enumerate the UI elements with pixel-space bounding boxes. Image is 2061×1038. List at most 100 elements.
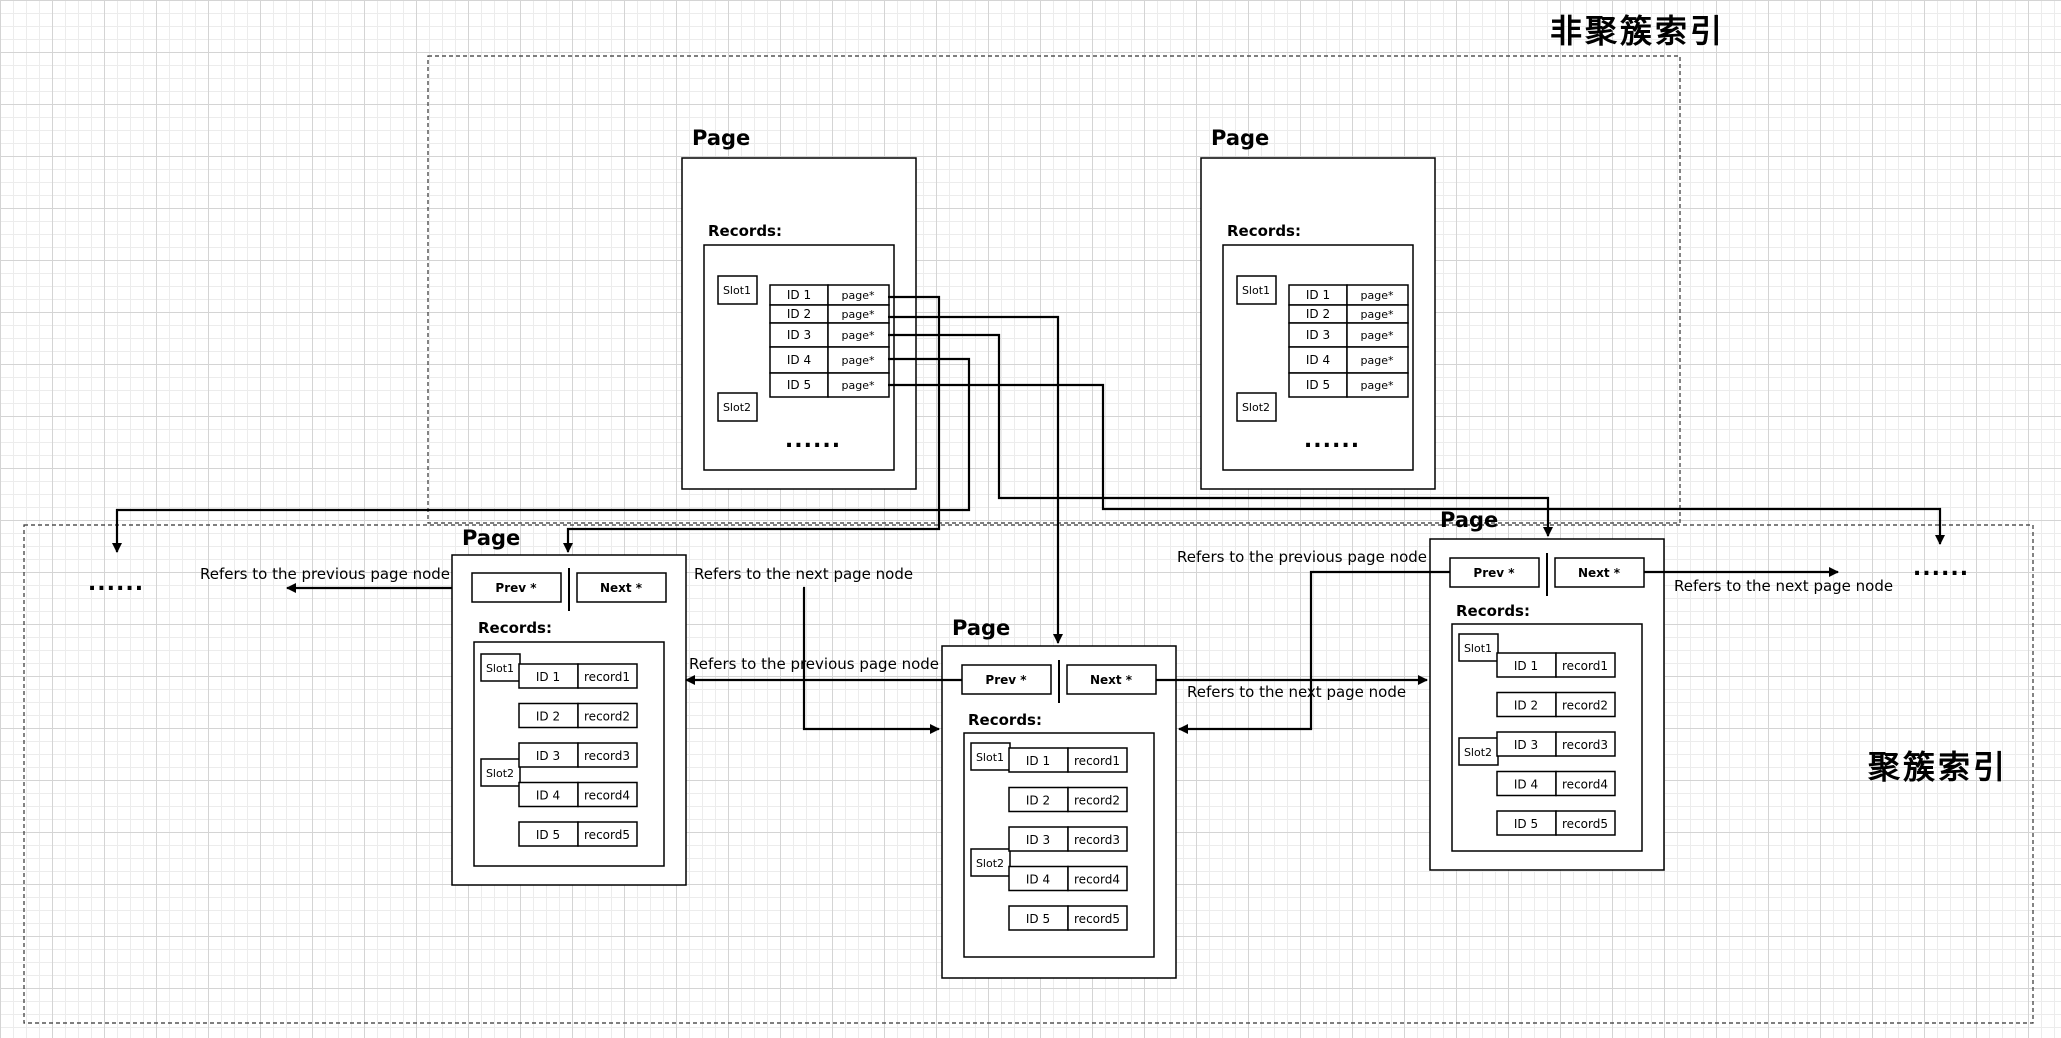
- annotation-ref-next-left: Refers to the next page node: [694, 565, 913, 583]
- annotation-ref-next-right: Refers to the next page node: [1674, 577, 1893, 595]
- id-value: ID 3: [1026, 833, 1050, 847]
- next-pages-ellipsis: ......: [1913, 556, 1969, 581]
- prev-pointer-box: [961, 664, 1052, 695]
- id-value: ID 1: [787, 288, 811, 302]
- right-prev-to-middle-page: [1178, 570, 1450, 734]
- pointer-value: page*: [1361, 379, 1394, 392]
- record-value: record4: [1562, 778, 1608, 792]
- record-value: record3: [584, 749, 630, 763]
- record-value: record3: [1074, 833, 1120, 847]
- next-pointer-box: [576, 572, 667, 603]
- next-pointer-label: Next *: [1090, 673, 1133, 687]
- record-value: record5: [584, 828, 630, 842]
- slot1-label: Slot1: [976, 751, 1004, 764]
- record-cell: [1067, 747, 1128, 773]
- more-records-ellipsis: ......: [785, 428, 841, 453]
- record-cell: [1067, 826, 1128, 852]
- record-value: record2: [584, 710, 630, 724]
- id-value: ID 4: [1026, 873, 1050, 887]
- record-cell: [577, 781, 638, 808]
- record-cell: [1067, 865, 1128, 892]
- annotation-ref-prev-right: Refers to the previous page node: [1177, 548, 1427, 566]
- slot-box: [1236, 392, 1277, 422]
- pointer-value: page*: [1361, 329, 1394, 342]
- slot2-label: Slot2: [486, 767, 514, 780]
- id-cell: [1288, 372, 1348, 398]
- slot-box: [970, 848, 1011, 877]
- pointer-value: page*: [1361, 308, 1394, 321]
- records-label: Records:: [968, 711, 1042, 729]
- record-cell: [1555, 770, 1616, 797]
- id-cell: [1496, 810, 1557, 836]
- id-value: ID 5: [1514, 817, 1538, 831]
- id-cell: [1496, 731, 1557, 757]
- clustered-title: 聚簇索引: [1867, 748, 2008, 786]
- id-value: ID 1: [1514, 659, 1538, 673]
- slot1-label: Slot1: [723, 284, 751, 297]
- id-cell: [769, 372, 829, 398]
- id-value: ID 2: [1514, 699, 1538, 713]
- slot1-label: Slot1: [1242, 284, 1270, 297]
- slot1-label: Slot1: [1464, 642, 1492, 655]
- records-label: Records:: [1456, 602, 1530, 620]
- record-value: record3: [1562, 738, 1608, 752]
- pointer-cell: [827, 372, 890, 398]
- page-label: Page: [692, 126, 750, 150]
- pointer-cell: [1346, 322, 1409, 348]
- id-value: ID 4: [1306, 353, 1330, 367]
- slot-box: [480, 653, 521, 682]
- next-pointer-label: Next *: [600, 581, 643, 595]
- annotation-ref-next-middle: Refers to the next page node: [1187, 683, 1406, 701]
- record-cell: [1067, 905, 1128, 931]
- slot-box: [717, 392, 758, 422]
- annotation-ref-prev-middle: Refers to the previous page node: [689, 655, 939, 673]
- id-value: ID 2: [1306, 307, 1330, 321]
- id-value: ID 5: [1026, 912, 1050, 926]
- slot2-label: Slot2: [1242, 401, 1270, 414]
- id-cell: [1496, 770, 1557, 797]
- id-value: ID 2: [536, 710, 560, 724]
- id-value: ID 5: [787, 378, 811, 392]
- id-value: ID 3: [1514, 738, 1538, 752]
- record-value: record2: [1074, 794, 1120, 808]
- page-label: Page: [1211, 126, 1269, 150]
- prev-pointer-label: Prev *: [495, 581, 537, 595]
- record-cell: [1555, 731, 1616, 757]
- pointer-id5-to-next-pages: [888, 383, 1945, 545]
- left-next-to-middle-page: [802, 586, 940, 734]
- slot-box: [1236, 275, 1277, 305]
- record-value: record1: [1074, 754, 1120, 768]
- clustered-region: [23, 524, 2034, 1024]
- records-label: Records:: [708, 222, 782, 240]
- previous-pages-ellipsis: ......: [88, 571, 144, 596]
- id-cell: [518, 742, 579, 768]
- id-cell: [1008, 826, 1069, 852]
- id-value: ID 1: [536, 670, 560, 684]
- pointer-id2-to-middle-page: [888, 315, 1063, 644]
- id-cell: [1008, 865, 1069, 892]
- page-label: Page: [462, 526, 520, 550]
- slot1-label: Slot1: [486, 662, 514, 675]
- non-clustered-region: [427, 55, 1681, 524]
- id-value: ID 5: [536, 828, 560, 842]
- record-value: record4: [1074, 873, 1120, 887]
- record-value: record5: [1074, 912, 1120, 926]
- id-value: ID 1: [1306, 288, 1330, 302]
- id-value: ID 4: [536, 789, 560, 803]
- pointer-value: page*: [1361, 289, 1394, 302]
- pointer-cell: [1346, 372, 1409, 398]
- id-value: ID 4: [1514, 778, 1538, 792]
- more-records-ellipsis: ......: [1304, 428, 1360, 453]
- pointer-cell: [827, 346, 890, 374]
- id-value: ID 3: [536, 749, 560, 763]
- record-value: record2: [1562, 699, 1608, 713]
- id-cell: [1008, 786, 1069, 813]
- slot-box: [1458, 633, 1499, 662]
- page-label: Page: [1440, 508, 1498, 532]
- id-value: ID 2: [1026, 794, 1050, 808]
- id-value: ID 1: [1026, 754, 1050, 768]
